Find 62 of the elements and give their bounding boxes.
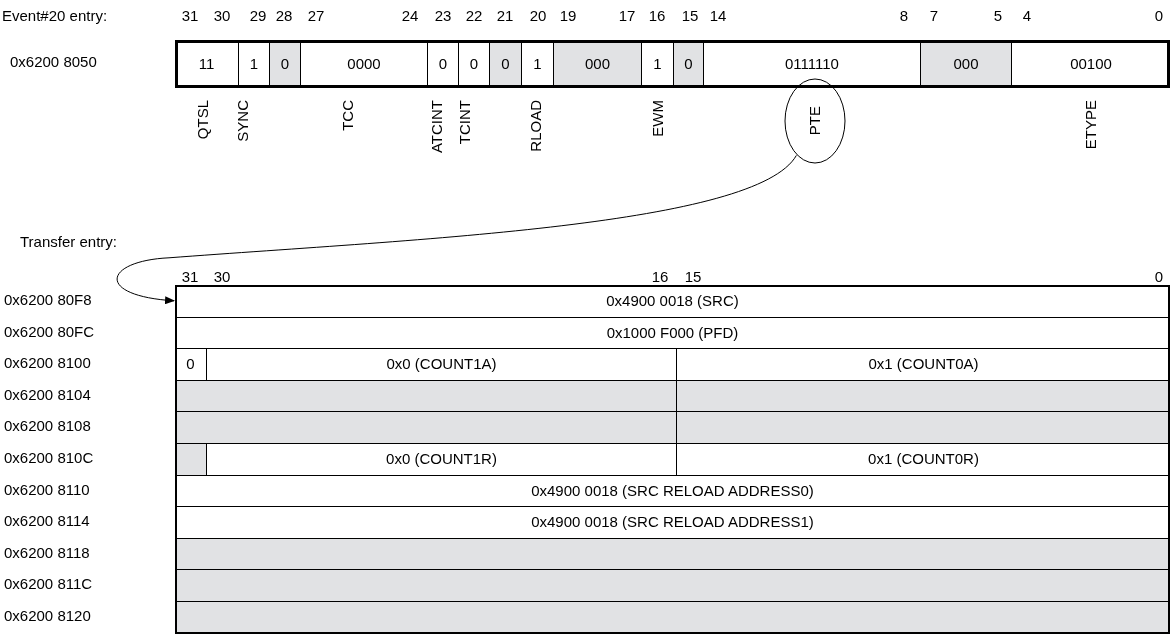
bit-number: 22 — [464, 6, 484, 26]
arrow — [116, 154, 797, 304]
memory-address: 0x6200 8110 — [4, 479, 90, 500]
bit-number: 17 — [617, 6, 637, 26]
bit-number: 7 — [928, 6, 940, 26]
table-field: 0x0 (COUNT1A) — [206, 348, 676, 380]
field-name: QTSL — [193, 100, 212, 140]
bit-number: 30 — [212, 6, 232, 26]
bit-number: 23 — [433, 6, 453, 26]
field-name: TCC — [338, 100, 357, 131]
shaded-field — [175, 443, 206, 475]
memory-address: 0x6200 8108 — [4, 416, 91, 437]
memory-address: 0x6200 8118 — [4, 542, 90, 563]
memory-address: 0x6200 80FC — [4, 321, 95, 342]
bit-number: 4 — [1021, 6, 1033, 26]
bit-number: 0 — [1153, 267, 1165, 287]
shaded-field — [175, 569, 1170, 601]
field-name: ATCINT — [427, 100, 446, 154]
field-name: SYNC — [233, 100, 252, 142]
bit-number: 0 — [1153, 6, 1165, 26]
memory-address: 0x6200 8114 — [4, 511, 90, 532]
memory-address: 0x6200 8050 — [10, 52, 97, 72]
memory-address: 0x6200 8104 — [4, 384, 91, 405]
bit-number: 16 — [650, 267, 670, 287]
shaded-field — [175, 601, 1170, 633]
field-name: TCINT — [455, 100, 474, 145]
entry-heading: Transfer entry: — [20, 232, 117, 252]
bit-number: 31 — [180, 267, 200, 287]
field-name: EWM — [648, 100, 667, 137]
bit-number: 31 — [180, 6, 200, 26]
memory-address: 0x6200 811C — [4, 574, 93, 595]
bit-number: 15 — [680, 6, 700, 26]
bit-number: 8 — [898, 6, 910, 26]
shaded-field — [175, 411, 676, 443]
shaded-field — [676, 379, 1170, 412]
bit-number: 16 — [647, 6, 667, 26]
bit-number: 24 — [400, 6, 420, 26]
highlight-ellipse — [784, 78, 846, 164]
memory-address: 0x6200 8100 — [4, 353, 91, 374]
bit-number: 29 — [248, 6, 268, 26]
memory-address: 0x6200 80F8 — [4, 290, 92, 310]
table-field: 0x1 (COUNT0A) — [676, 348, 1170, 380]
memory-address: 0x6200 810C — [4, 448, 94, 468]
table-field: 0x1 (COUNT0R) — [676, 443, 1170, 475]
bit-number: 14 — [708, 6, 728, 26]
bit-number: 27 — [306, 6, 326, 26]
field-name: PTE — [805, 106, 824, 136]
shaded-field — [175, 379, 676, 412]
memory-address: 0x6200 8120 — [4, 606, 91, 626]
bit-number: 5 — [992, 6, 1004, 26]
bit-number: 21 — [495, 6, 515, 26]
field-name: ETYPE — [1081, 100, 1100, 150]
bit-number: 15 — [683, 267, 703, 287]
field-name: RLOAD — [526, 100, 545, 152]
table-field: 0x0 (COUNT1R) — [206, 443, 676, 475]
bit-number: 20 — [528, 6, 548, 26]
bit-number: 28 — [274, 6, 294, 26]
shaded-field — [676, 411, 1170, 443]
shaded-field — [175, 537, 1170, 570]
entry-heading: Event#20 entry: — [2, 6, 108, 26]
bit-number: 30 — [212, 267, 232, 287]
bit-number: 19 — [558, 6, 578, 26]
